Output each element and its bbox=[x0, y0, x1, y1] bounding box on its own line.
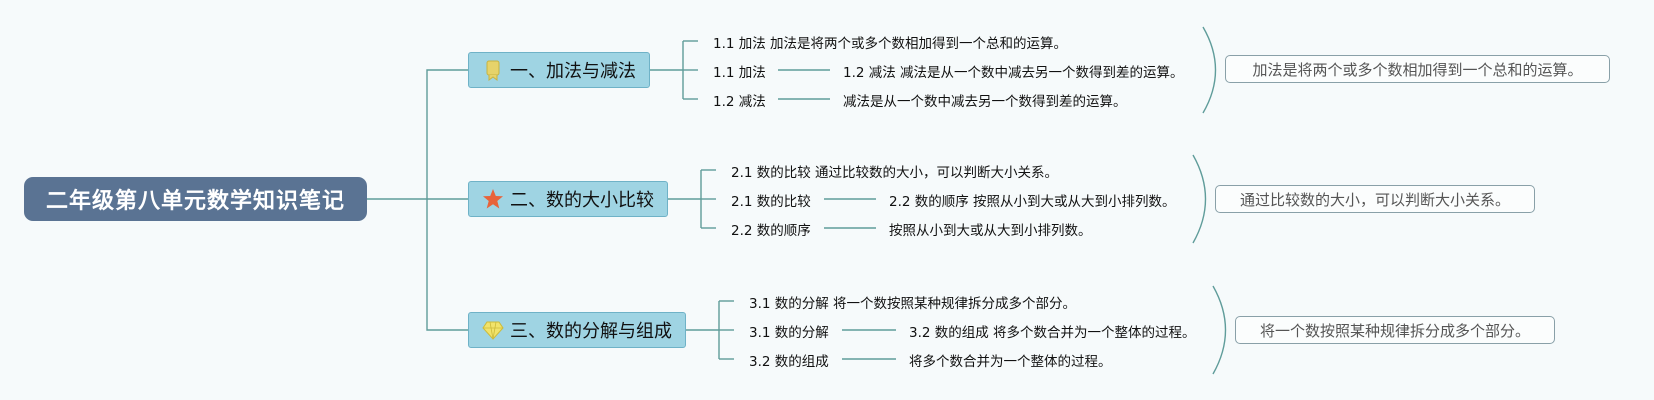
diamond-icon bbox=[482, 319, 504, 341]
star-icon bbox=[482, 188, 504, 210]
leaf-2-1[interactable]: 2.1 数的比较 通过比较数的大小，可以判断大小关系。 bbox=[731, 165, 1059, 181]
branch-title-1: 一、加法与减法 bbox=[510, 61, 636, 82]
branch-title-3: 三、数的分解与组成 bbox=[510, 321, 672, 342]
branch-title-2: 二、数的大小比较 bbox=[510, 190, 654, 211]
branch-topic-3[interactable]: 三、数的分解与组成 bbox=[468, 312, 686, 348]
root-title: 二年级第八单元数学知识笔记 bbox=[45, 189, 345, 214]
leaf-3-1[interactable]: 3.1 数的分解 将一个数按照某种规律拆分成多个部分。 bbox=[749, 296, 1077, 312]
leaf-2-2[interactable]: 2.1 数的比较 bbox=[731, 194, 811, 210]
leaf-2-3[interactable]: 2.2 数的顺序 bbox=[731, 223, 811, 239]
leaf-3-2[interactable]: 3.1 数的分解 bbox=[749, 325, 829, 341]
summary-3-text: 将一个数按照某种规律拆分成多个部分。 bbox=[1259, 321, 1530, 340]
summary-2-text: 通过比较数的大小，可以判断大小关系。 bbox=[1239, 190, 1510, 209]
leaf-1-3[interactable]: 1.2 减法 bbox=[713, 94, 766, 110]
summary-2[interactable]: 通过比较数的大小，可以判断大小关系。 bbox=[1215, 185, 1535, 213]
branch-topic-1[interactable]: 一、加法与减法 bbox=[468, 52, 650, 88]
summary-1-text: 加法是将两个或多个数相加得到一个总和的运算。 bbox=[1252, 60, 1583, 79]
leaf-3-3[interactable]: 3.2 数的组成 bbox=[749, 354, 829, 370]
leaf-1-3-detail[interactable]: 减法是从一个数中减去另一个数得到差的运算。 bbox=[843, 94, 1127, 110]
leaf-2-2-detail[interactable]: 2.2 数的顺序 按照从小到大或从大到小排列数。 bbox=[889, 194, 1176, 210]
leaf-2-3-detail[interactable]: 按照从小到大或从大到小排列数。 bbox=[889, 223, 1092, 239]
branch-topic-2[interactable]: 二、数的大小比较 bbox=[468, 181, 668, 217]
leaf-3-3-detail[interactable]: 将多个数合并为一个整体的过程。 bbox=[909, 354, 1112, 370]
leaf-3-2-detail[interactable]: 3.2 数的组成 将多个数合并为一个整体的过程。 bbox=[909, 325, 1196, 341]
leaf-1-2-detail[interactable]: 1.2 减法 减法是从一个数中减去另一个数得到差的运算。 bbox=[843, 65, 1184, 81]
summary-3[interactable]: 将一个数按照某种规律拆分成多个部分。 bbox=[1235, 316, 1555, 344]
root-topic[interactable]: 二年级第八单元数学知识笔记 bbox=[24, 177, 367, 221]
summary-1[interactable]: 加法是将两个或多个数相加得到一个总和的运算。 bbox=[1225, 55, 1610, 83]
badge-icon bbox=[482, 59, 504, 81]
leaf-1-1[interactable]: 1.1 加法 加法是将两个或多个数相加得到一个总和的运算。 bbox=[713, 36, 1068, 52]
leaf-1-2[interactable]: 1.1 加法 bbox=[713, 65, 766, 81]
